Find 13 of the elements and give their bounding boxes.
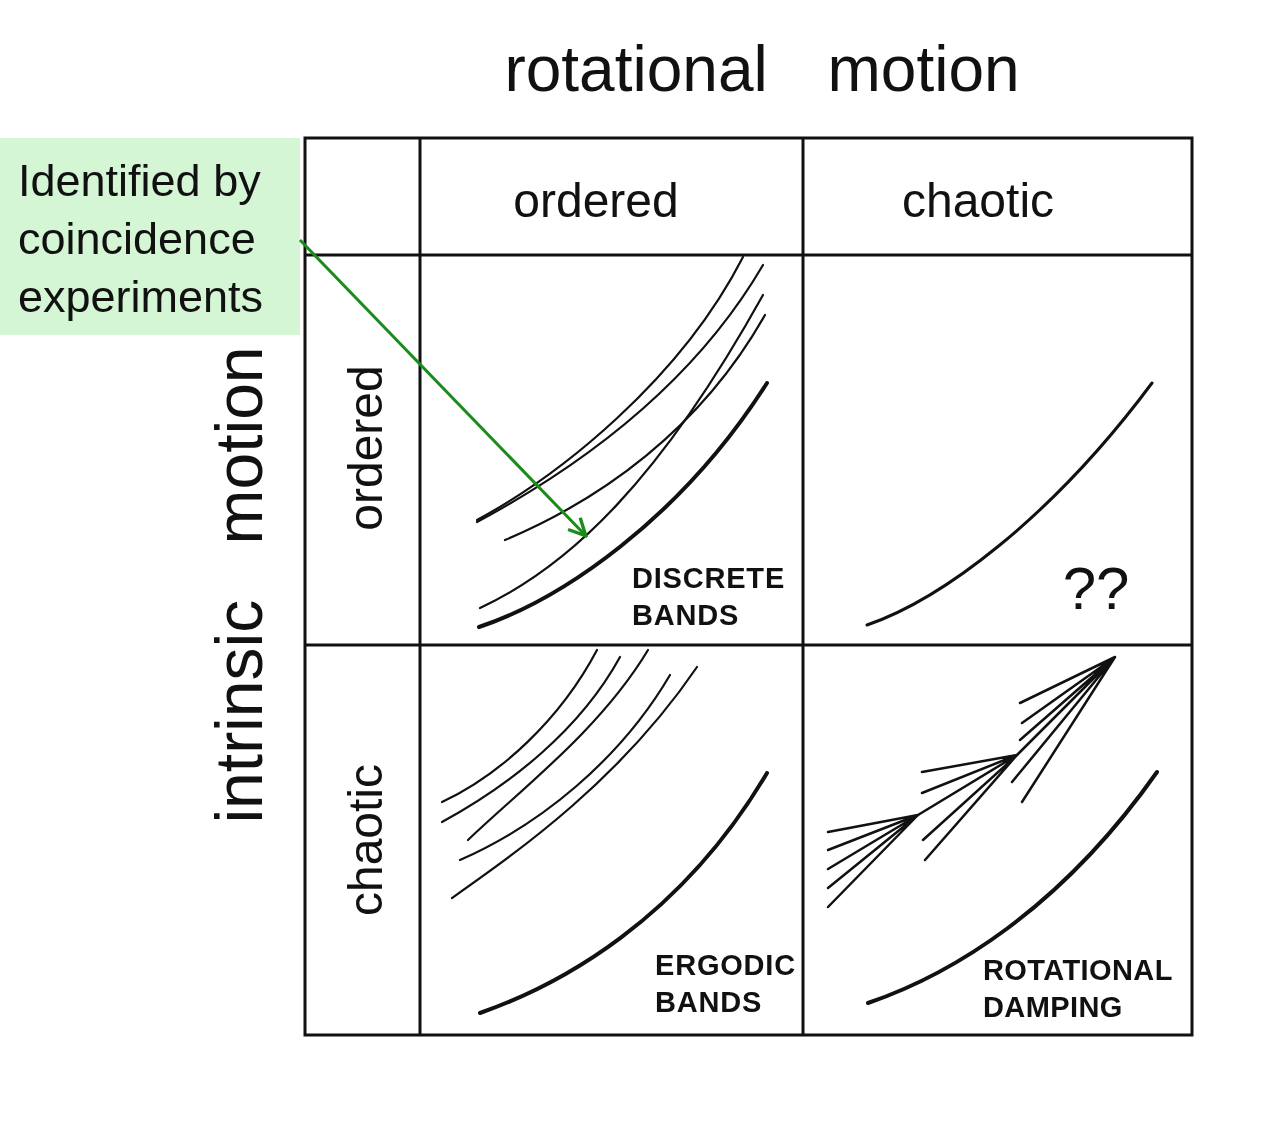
row-header: ordered <box>339 365 393 531</box>
cell-label: ERGODIC BANDS <box>655 948 796 1020</box>
axis-title: intrinsic motion <box>203 346 277 824</box>
axis-title: rotational motion <box>504 34 1020 106</box>
column-header: chaotic <box>901 174 1055 228</box>
cell-label: ROTATIONAL DAMPING <box>983 953 1173 1025</box>
column-header: ordered <box>513 174 679 228</box>
row-header: chaotic <box>339 763 393 917</box>
leader-arrow <box>298 239 588 538</box>
cell-label: DISCRETE BANDS <box>632 561 786 633</box>
callout-text: Identified by coincidence experiments <box>18 154 265 324</box>
cell-label: ?? <box>1062 555 1130 623</box>
callout-box <box>0 138 300 335</box>
